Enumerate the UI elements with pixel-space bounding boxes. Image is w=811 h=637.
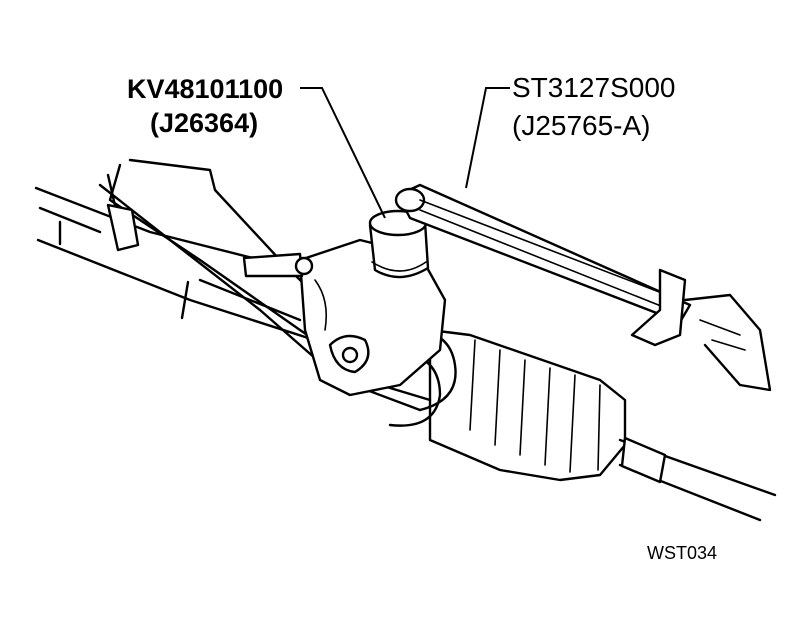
leader-line-left [300, 87, 386, 219]
leader-line-right [465, 87, 510, 189]
tool-left-alt-number: (J26364) [150, 108, 259, 138]
dust-boot [428, 328, 627, 482]
tool-left-part-number: KV48101100 [127, 74, 284, 104]
tool-right-alt-number: (J25765-A) [512, 110, 651, 141]
torque-wrench [394, 183, 772, 392]
tie-rod [618, 436, 777, 522]
tool-right-part-number: ST3127S000 [512, 72, 676, 103]
figure-code: WST034 [647, 543, 718, 563]
